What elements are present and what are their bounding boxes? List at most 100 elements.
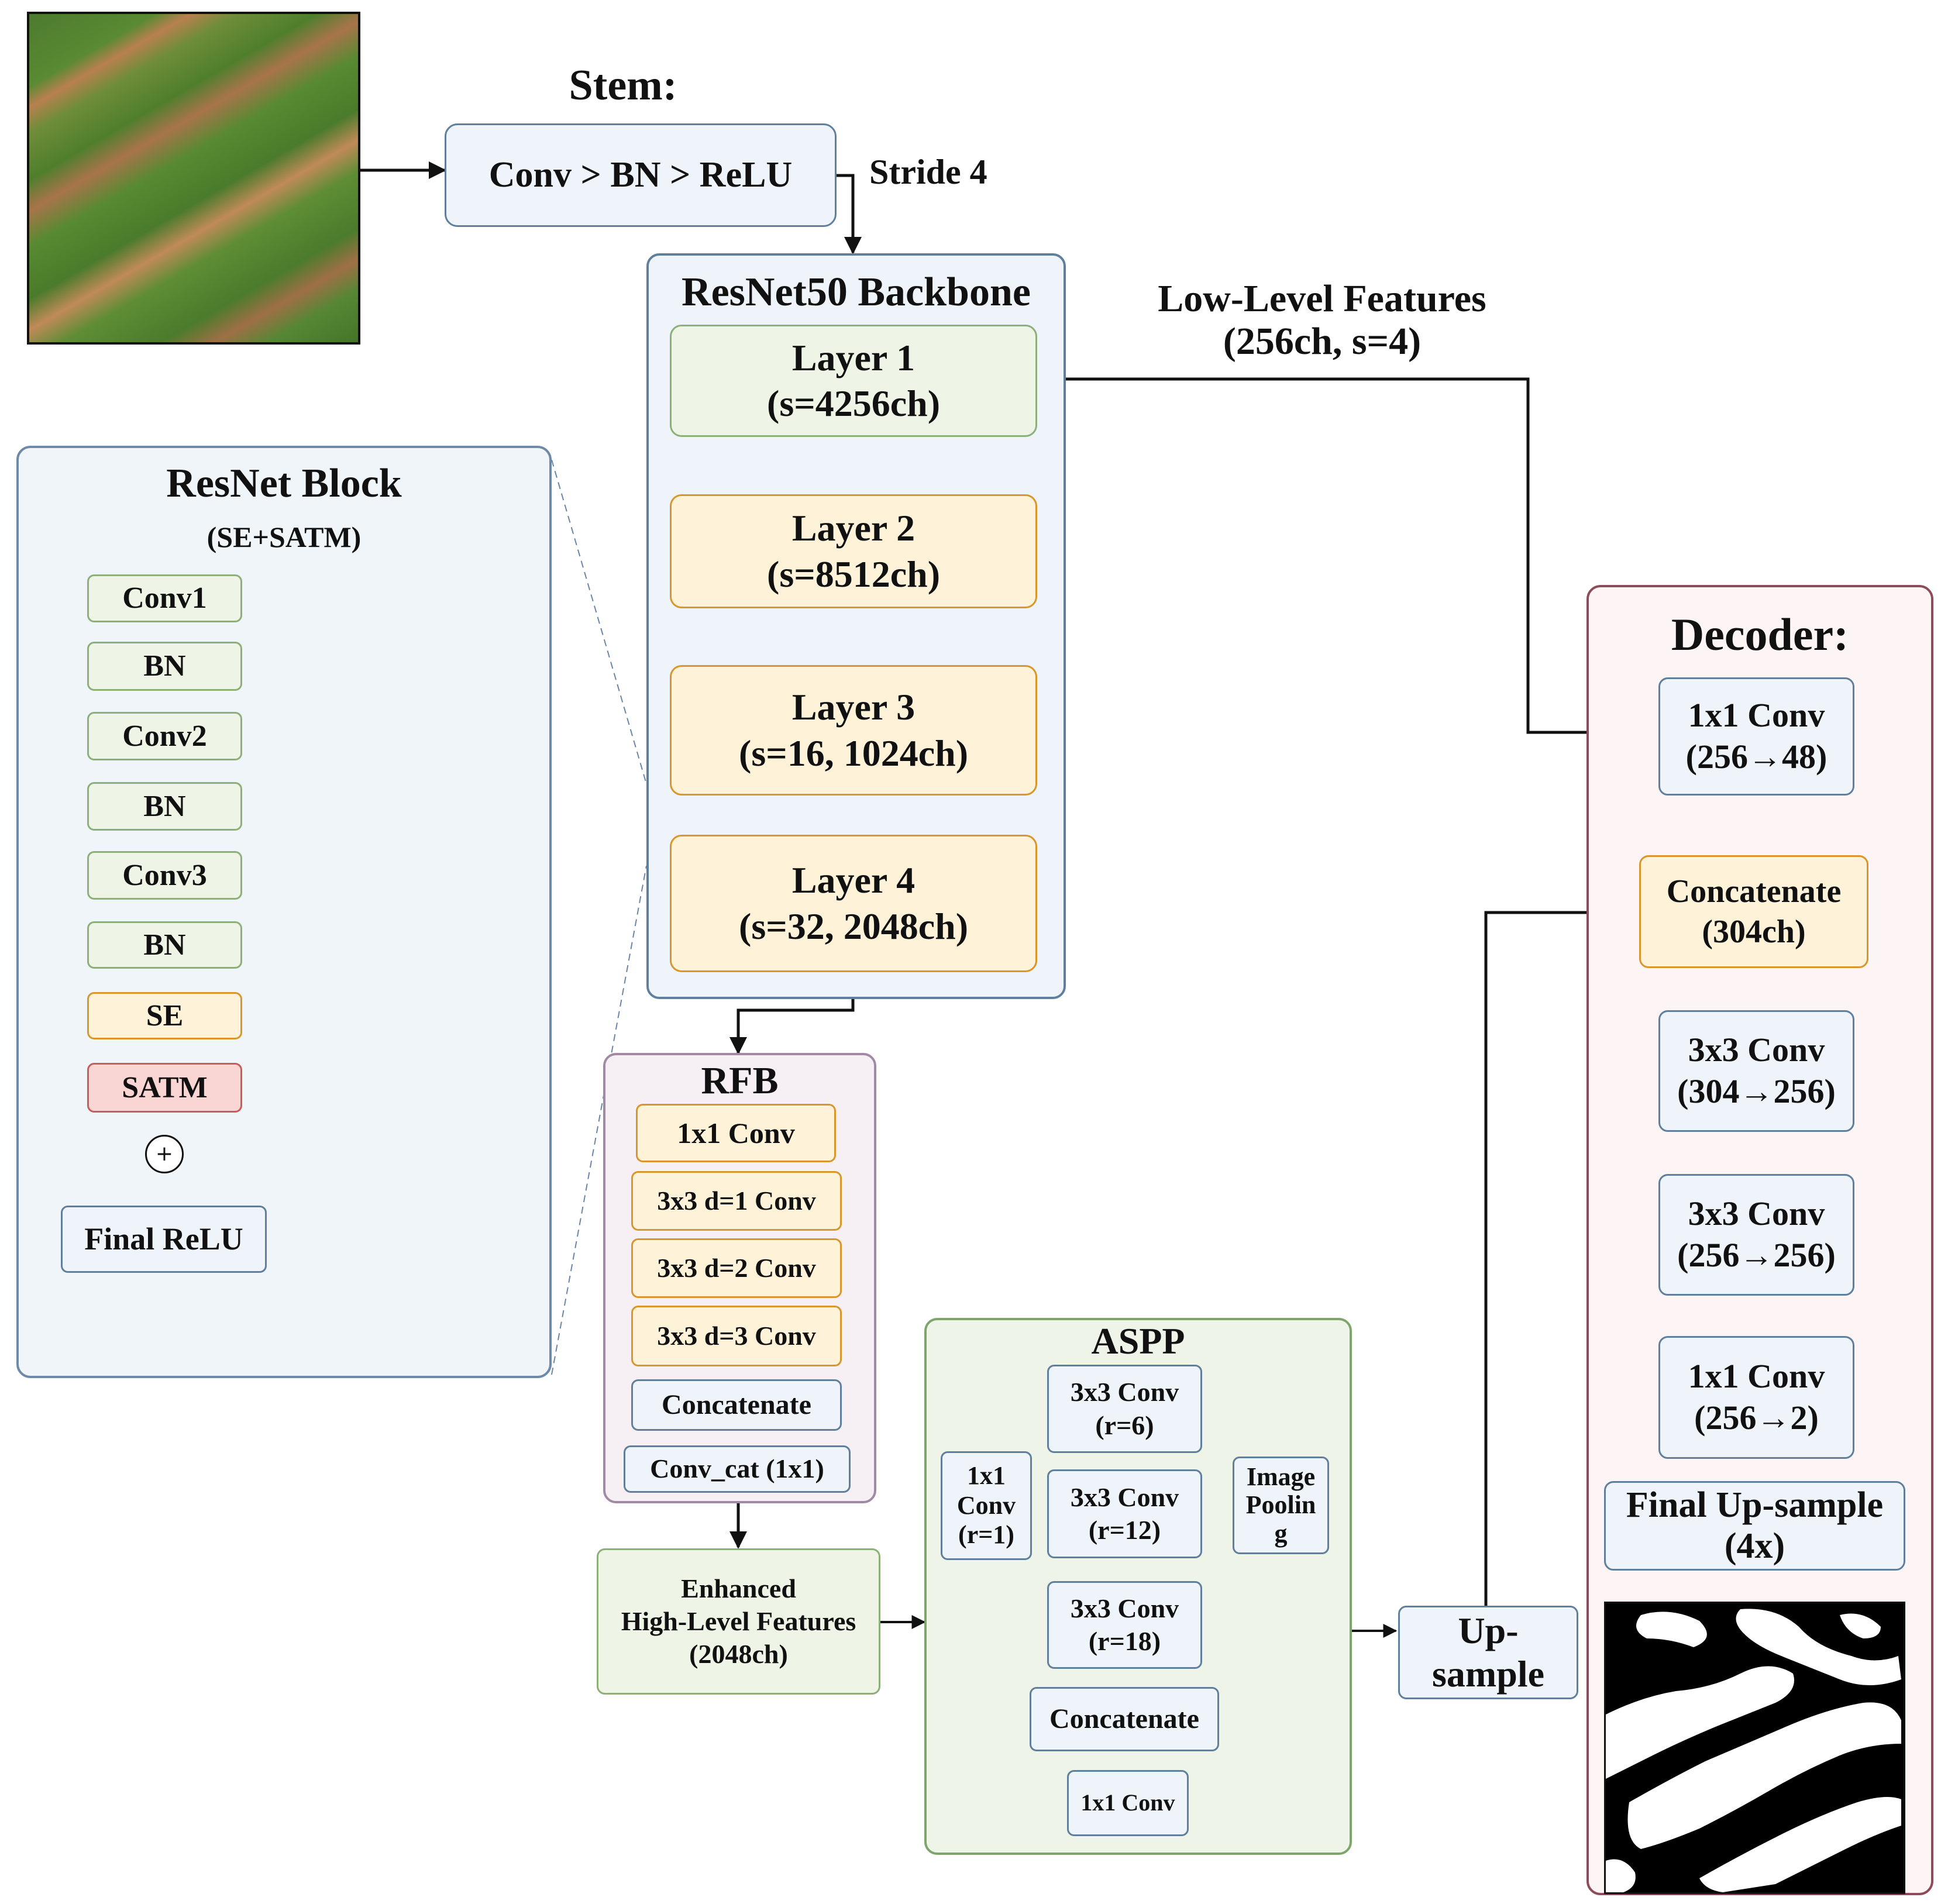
stem-to-backbone-arrow xyxy=(835,174,862,254)
aspp-r6-line-1: 3x3 Conv xyxy=(1070,1377,1179,1407)
aspp-concatenate-label: Concatenate xyxy=(1049,1703,1199,1734)
input-satellite-image xyxy=(27,12,360,345)
decoder-3x3-conv-a: 3x3 Conv (304→256) xyxy=(1658,1010,1854,1132)
rfb-branch-d2-label: 3x3 d=2 Conv xyxy=(657,1252,816,1283)
layer-3-block: Layer 3 (s=16, 1024ch) xyxy=(670,665,1037,796)
layer-4-detail: (s=32, 2048ch) xyxy=(739,905,968,947)
rfb-branch-1x1-label: 1x1 Conv xyxy=(677,1116,795,1149)
aspp-1x1-conv-block: 1x1 Conv (r=1) xyxy=(941,1451,1032,1560)
decoder-step-3-line-1: 3x3 Conv xyxy=(1688,1031,1825,1069)
decoder-1x1-conv-reduce: 1x1 Conv (256→48) xyxy=(1658,677,1854,796)
layer-1-detail: (s=4256ch) xyxy=(767,383,940,424)
enhanced-line-1: Enhanced xyxy=(681,1573,796,1603)
decoder-step-4-line-1: 3x3 Conv xyxy=(1688,1194,1825,1233)
decoder-step-4-line-2: (256→256) xyxy=(1677,1236,1836,1274)
layer-3-name: Layer 3 xyxy=(791,686,916,728)
aspp-concatenate-block: Concatenate xyxy=(1030,1687,1219,1751)
decoder-step-1-line-1: 1x1 Conv xyxy=(1688,696,1825,735)
aspp-conv-r6-block: 3x3 Conv (r=6) xyxy=(1047,1365,1202,1453)
layer-1-block: Layer 1 (s=4256ch) xyxy=(670,325,1037,437)
upsample-line-2: sample xyxy=(1432,1653,1544,1695)
aspp-output-conv-block: 1x1 Conv xyxy=(1067,1770,1189,1836)
final-relu-label: Final ReLU xyxy=(84,1221,243,1256)
conv3-label: Conv3 xyxy=(122,858,207,892)
sum-symbol: + xyxy=(155,1142,174,1166)
stem-block-label: Conv > BN > ReLU xyxy=(488,154,793,195)
output-segmentation-mask xyxy=(1604,1602,1905,1894)
satm-block: SATM xyxy=(87,1063,242,1113)
layer-3-detail: (s=16, 1024ch) xyxy=(739,732,968,774)
aspp-1x1-line-3: (r=1) xyxy=(958,1520,1014,1550)
upsample-line-1: Up- xyxy=(1458,1610,1519,1652)
final-relu-block: Final ReLU xyxy=(61,1206,267,1273)
decoder-title: Decoder: xyxy=(1671,609,1849,660)
enhanced-features-block: Enhanced High-Level Features (2048ch) xyxy=(597,1548,880,1695)
resnet-block-title: ResNet Block xyxy=(166,461,402,506)
decoder-step-6-line-2: (4x) xyxy=(1724,1526,1785,1566)
bn2-block: BN xyxy=(87,782,242,831)
bn2-label: BN xyxy=(143,789,186,823)
aspp-r12-line-2: (r=12) xyxy=(1088,1515,1161,1545)
aspp-conv-r18-block: 3x3 Conv (r=18) xyxy=(1047,1581,1202,1669)
low-level-features-arrow xyxy=(1038,377,1657,741)
low-level-line-2: (256ch, s=4) xyxy=(1223,319,1422,363)
rfb-branch-d3-label: 3x3 d=3 Conv xyxy=(657,1320,816,1351)
rfb-concatenate: Concatenate xyxy=(631,1379,842,1431)
decoder-concatenate: Concatenate (304ch) xyxy=(1639,855,1868,968)
conv1-block: Conv1 xyxy=(87,574,242,622)
layer-4-name: Layer 4 xyxy=(791,859,916,901)
rfb-branch-d3: 3x3 d=3 Conv xyxy=(631,1306,842,1366)
aspp-title: ASPP xyxy=(1091,1320,1185,1362)
conv1-label: Conv1 xyxy=(122,581,207,615)
rfb-branch-1x1: 1x1 Conv xyxy=(636,1104,836,1162)
aspp-r6-line-2: (r=6) xyxy=(1095,1410,1154,1440)
rfb-conv-cat-label: Conv_cat (1x1) xyxy=(650,1454,824,1484)
decoder-step-3-line-2: (304→256) xyxy=(1677,1072,1836,1110)
layer-2-name: Layer 2 xyxy=(791,507,916,549)
conv3-block: Conv3 xyxy=(87,851,242,900)
aspp-r18-line-1: 3x3 Conv xyxy=(1070,1593,1179,1623)
stem-block: Conv > BN > ReLU xyxy=(445,123,837,227)
layer-2-detail: (s=8512ch) xyxy=(767,553,940,595)
bn3-label: BN xyxy=(143,928,186,962)
enhanced-line-2: High-Level Features xyxy=(621,1606,856,1636)
backbone-title: ResNet50 Backbone xyxy=(682,270,1031,315)
decoder-step-6-line-1: Final Up-sample xyxy=(1626,1485,1884,1526)
aspp-1x1-line-2: Conv xyxy=(956,1490,1016,1520)
se-label: SE xyxy=(146,999,184,1032)
aspp-r18-line-2: (r=18) xyxy=(1088,1626,1161,1656)
aspp-pool-line-1: Image xyxy=(1246,1462,1316,1491)
bn1-block: BN xyxy=(87,642,242,691)
decoder-step-1-line-2: (256→48) xyxy=(1685,738,1828,776)
aspp-r12-line-1: 3x3 Conv xyxy=(1070,1482,1179,1512)
aspp-output-conv-label: 1x1 Conv xyxy=(1080,1789,1175,1816)
se-block: SE xyxy=(87,992,242,1039)
decoder-step-5-line-2: (256→2) xyxy=(1694,1399,1819,1437)
satm-label: SATM xyxy=(122,1070,208,1104)
low-level-features-label: Low-Level Features (256ch, s=4) xyxy=(1111,277,1533,363)
resnet-block-subtitle: (SE+SATM) xyxy=(207,521,362,553)
decoder-step-2-line-1: Concatenate xyxy=(1666,873,1842,910)
upsample-block: Up- sample xyxy=(1398,1606,1578,1699)
aspp-image-pooling-block: Image Poolin g xyxy=(1233,1457,1329,1554)
stride-label: Stride 4 xyxy=(869,153,987,191)
aspp-1x1-line-1: 1x1 xyxy=(967,1461,1006,1490)
aspp-conv-r12-block: 3x3 Conv (r=12) xyxy=(1047,1469,1202,1558)
rfb-conv-cat: Conv_cat (1x1) xyxy=(624,1445,851,1493)
bn1-label: BN xyxy=(143,649,186,683)
enhanced-line-3: (2048ch) xyxy=(689,1639,788,1669)
decoder-final-upsample: Final Up-sample (4x) xyxy=(1604,1481,1905,1571)
rfb-title: RFB xyxy=(701,1059,779,1102)
decoder-3x3-conv-b: 3x3 Conv (256→256) xyxy=(1658,1174,1854,1296)
layer-2-block: Layer 2 (s=8512ch) xyxy=(670,494,1037,608)
residual-sum-node: + xyxy=(145,1135,184,1173)
layer-1-name: Layer 1 xyxy=(791,336,916,378)
decoder-step-2-line-2: (304ch) xyxy=(1702,913,1806,950)
conv2-label: Conv2 xyxy=(122,719,207,753)
decoder-1x1-conv-out: 1x1 Conv (256→2) xyxy=(1658,1336,1854,1459)
stem-title: Stem: xyxy=(569,61,677,109)
aspp-pool-line-2: Poolin xyxy=(1245,1490,1316,1520)
aspp-pool-line-3: g xyxy=(1274,1519,1288,1548)
low-level-line-1: Low-Level Features xyxy=(1158,277,1486,320)
